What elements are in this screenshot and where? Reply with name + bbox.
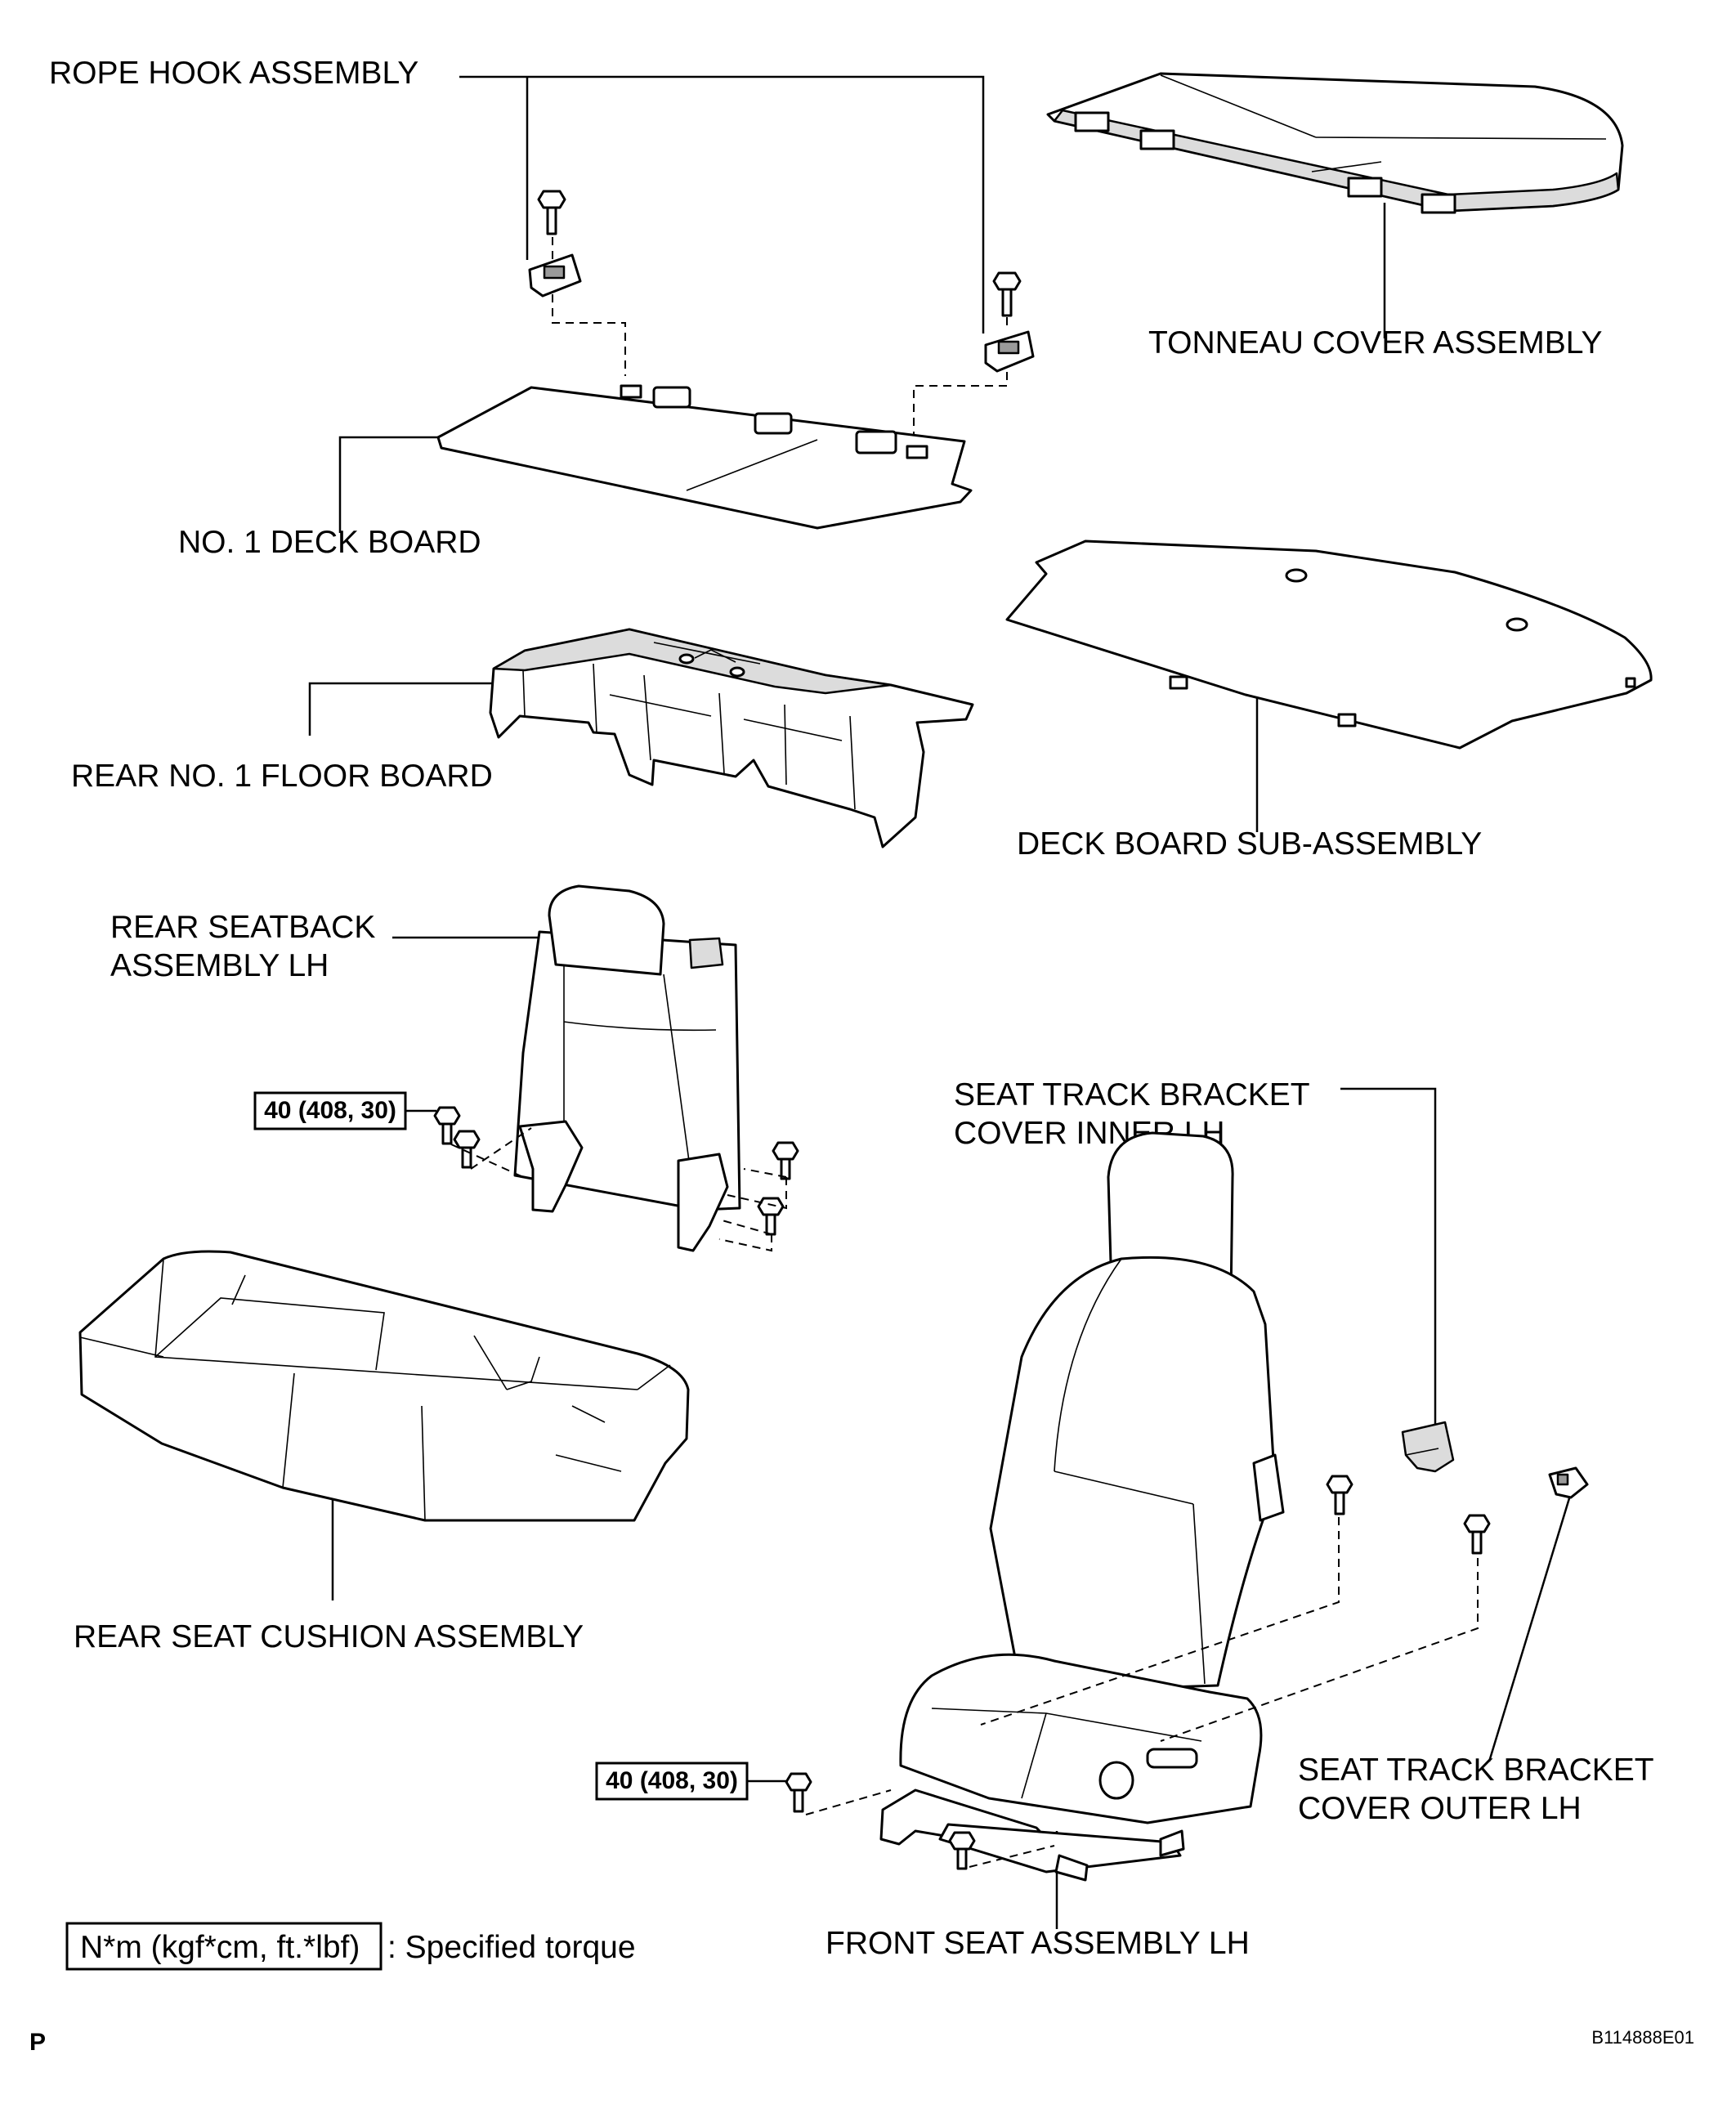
label-tonneau-cover-assembly: TONNEAU COVER ASSEMBLY [1148,325,1603,360]
bolt-seatback-upper-left [453,1130,481,1169]
label-seat-track-outer-line1: SEAT TRACK BRACKET [1298,1753,1654,1788]
page-letter: P [29,2029,46,2056]
rear-seat-cushion-assembly [78,1250,690,1522]
bolt-rope-hook-left [537,190,566,235]
seatback-bolts [433,1106,799,1236]
front-seat-bolts [785,1475,1491,1870]
rope-hook-right [984,330,1035,373]
bolt-front-seat-torque [785,1772,812,1813]
bolt-seatback-right-lower [757,1197,785,1236]
label-rear-seat-cushion-assembly: REAR SEAT CUSHION ASSEMBLY [74,1619,584,1654]
bolt-front-seat-rear-outer [1463,1514,1491,1555]
bolt-rope-hook-right [992,271,1022,317]
label-front-seat-assembly-lh: FRONT SEAT ASSEMBLY LH [825,1926,1250,1961]
legend-torque-units: N*m (kgf*cm, ft.*lbf) [80,1930,360,1965]
label-seat-track-outer-line2: COVER OUTER LH [1298,1791,1582,1826]
bolt-seatback-torque [433,1106,461,1145]
label-rear-seatback-line2: ASSEMBLY LH [110,948,329,983]
seatback-dashed-guides [450,1127,787,1252]
rear-seatback-assembly [513,884,741,1252]
bolt-seatback-right-upper [772,1141,799,1180]
bolt-front-seat-front [948,1831,976,1870]
bolt-front-seat-rear-inner [1326,1475,1353,1515]
label-seat-track-inner-line1: SEAT TRACK BRACKET [954,1077,1310,1112]
rope-hook-left [528,253,582,298]
torque-box-front-seat [595,1762,749,1801]
seat-track-bracket-cover-outer [1548,1466,1589,1499]
legend-description: : Specified torque [387,1930,636,1965]
label-deck-board-sub-assembly: DECK BOARD SUB-ASSEMBLY [1017,826,1482,862]
rear-no1-floor-board [489,628,974,848]
torque-value-front-seat: 40 (408, 30) [606,1767,738,1794]
tonneau-cover-assembly [1046,72,1624,214]
rope-hook-dashed-guides [552,237,1008,440]
torque-box-seatback [253,1091,407,1130]
legend-torque-unit-box [65,1922,383,1971]
label-rope-hook-assembly: ROPE HOOK ASSEMBLY [49,56,418,91]
front-seat-assembly [879,1131,1285,1882]
deck-board-sub-assembly [1005,539,1653,750]
label-rear-seatback-line1: REAR SEATBACK [110,910,375,945]
front-seat-dashed-guides [805,1517,1479,1868]
label-no1-deck-board: NO. 1 DECK BOARD [178,525,481,560]
no1-deck-board [436,384,973,530]
figure-code: B114888E01 [1591,2027,1694,2048]
torque-value-seatback: 40 (408, 30) [264,1097,396,1124]
label-rear-no1-floor-board: REAR NO. 1 FLOOR BOARD [71,759,493,794]
seat-track-bracket-cover-inner [1401,1421,1455,1473]
